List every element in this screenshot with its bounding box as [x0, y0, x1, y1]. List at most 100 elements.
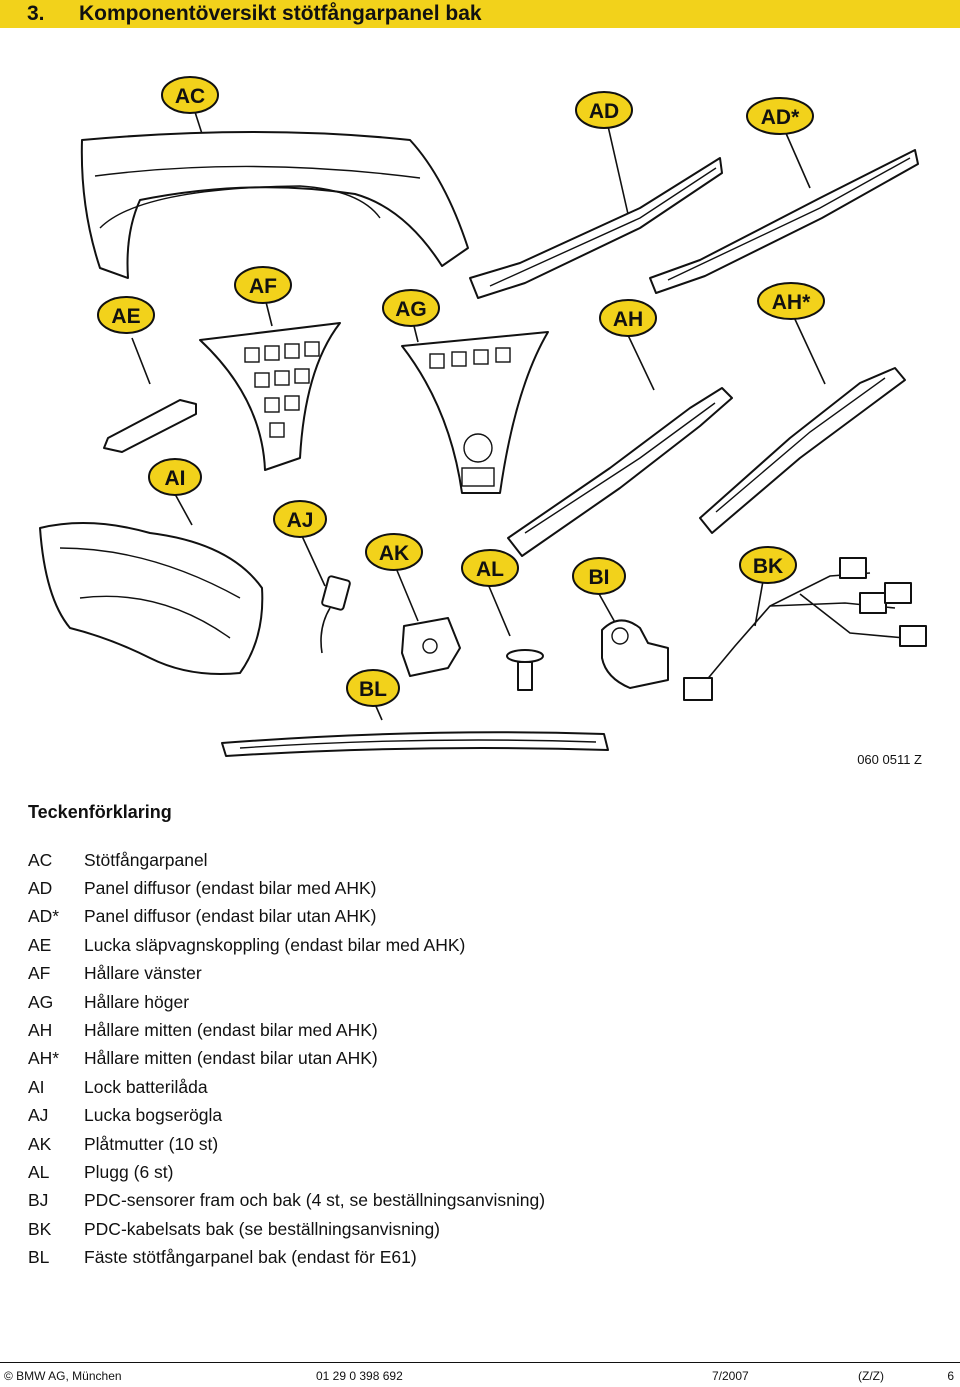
legend-code: AF	[28, 963, 51, 984]
legend-item: AE Lucka släpvagnskoppling (endast bilar …	[28, 931, 545, 959]
legend-item: BJ PDC-sensorer fram och bak (4 st, se be…	[28, 1187, 545, 1215]
callout-AL: AL	[461, 549, 519, 587]
legend-text: Plåtmutter (10 st)	[84, 1133, 219, 1154]
legend-item: AI Lock batterilåda	[28, 1073, 545, 1101]
legend-text: Hållare mitten (endast bilar utan AHK)	[84, 1048, 378, 1069]
callout-AG: AG	[382, 289, 440, 327]
legend-code: AI	[28, 1076, 45, 1097]
callout-AF: AF	[234, 266, 292, 304]
callout-BK: BK	[739, 546, 797, 584]
legend-text: Lucka släpvagnskoppling (endast bilar me…	[84, 934, 466, 955]
exploded-view-drawing: AC AD AD* AE AF AG AH AH* AI AJ AK AL BI…	[39, 76, 927, 757]
legend-list: AC Stötfångarpanel AD Panel diffusor (enda…	[28, 846, 545, 1272]
callout-AJ: AJ	[273, 500, 327, 538]
svg-text:AH: AH	[613, 308, 643, 331]
svg-text:AD: AD	[589, 100, 619, 123]
callout-AD: AD	[575, 91, 633, 129]
footer-date: 7/2007	[712, 1369, 749, 1383]
svg-text:AD*: AD*	[761, 106, 800, 129]
svg-text:AE: AE	[111, 305, 140, 328]
svg-text:BL: BL	[359, 678, 387, 701]
legend-code: AJ	[28, 1105, 49, 1126]
legend-code: BK	[28, 1218, 52, 1239]
center-holder-part	[507, 387, 733, 557]
legend-item: AD Panel diffusor (endast bilar med AHK)	[28, 874, 545, 902]
svg-text:AJ: AJ	[287, 509, 314, 532]
footer-page-number: 6	[947, 1369, 954, 1383]
legend-item: AG Hållare höger	[28, 988, 545, 1016]
legend-heading: Teckenförklaring	[28, 802, 172, 822]
diffuser-panel-part	[469, 157, 723, 299]
tow-eye-cover-part	[321, 575, 351, 611]
legend-code: AG	[28, 991, 54, 1012]
section-number: 3.	[27, 2, 45, 25]
center-holder-alt-part	[699, 367, 906, 534]
callout-BL: BL	[346, 669, 400, 707]
sheet-nut-part	[401, 617, 461, 677]
legend-item: BK PDC-kabelsats bak (se beställningsanvi…	[28, 1215, 545, 1243]
legend-code: AD*	[28, 906, 60, 927]
legend-item: BL Fäste stötfångarpanel bak (endast för …	[28, 1243, 545, 1271]
callout-BI: BI	[572, 557, 626, 595]
footer-copyright: © BMW AG, München	[4, 1369, 122, 1383]
footer-document-number: 01 29 0 398 692	[316, 1369, 403, 1383]
callout-AC: AC	[161, 76, 219, 114]
footer-code: (Z/Z)	[858, 1369, 884, 1383]
svg-text:AI: AI	[165, 467, 186, 490]
legend-text: Panel diffusor (endast bilar med AHK)	[84, 878, 377, 899]
legend-code: AL	[28, 1161, 50, 1182]
legend-code: AD	[28, 878, 53, 899]
legend-item: AJ Lucka bogserögla	[28, 1102, 545, 1130]
svg-text:AH*: AH*	[772, 291, 811, 314]
callout-AK: AK	[365, 533, 423, 571]
legend-text: Hållare vänster	[84, 963, 202, 984]
legend-text: Stötfångarpanel	[84, 849, 208, 870]
svg-text:AK: AK	[379, 542, 409, 565]
callout-AD-star: AD*	[746, 97, 814, 135]
plug-part	[506, 649, 544, 663]
svg-text:BK: BK	[753, 555, 783, 578]
svg-text:AG: AG	[395, 298, 427, 321]
legend-text: Hållare mitten (endast bilar med AHK)	[84, 1020, 378, 1041]
legend-text: PDC-sensorer fram och bak (4 st, se best…	[84, 1190, 546, 1211]
legend-item: AC Stötfångarpanel	[28, 846, 545, 874]
figure-code: 060 0511 Z	[857, 752, 922, 767]
legend-item: AK Plåtmutter (10 st)	[28, 1130, 545, 1158]
legend-code: AE	[28, 934, 52, 955]
legend-item: AF Hållare vänster	[28, 960, 545, 988]
legend-item: AH Hållare mitten (endast bilar med AHK)	[28, 1016, 545, 1044]
callout-AI: AI	[148, 458, 202, 496]
bumper-bracket-part	[221, 731, 609, 757]
pdc-harness-part	[683, 557, 927, 701]
section-title: Komponentöversikt stötfångarpanel bak	[79, 2, 482, 25]
legend-code: AK	[28, 1133, 52, 1154]
left-holder-part	[199, 322, 341, 471]
legend-text: Lock batterilåda	[84, 1076, 208, 1097]
legend-code: AH*	[28, 1048, 60, 1069]
legend-item: AL Plugg (6 st)	[28, 1158, 545, 1186]
battery-box-lid-part	[39, 522, 264, 675]
legend-code: AH	[28, 1020, 53, 1041]
legend-text: Lucka bogserögla	[84, 1105, 223, 1126]
legend-item: AH* Hållare mitten (endast bilar utan AHK…	[28, 1045, 545, 1073]
callout-AH: AH	[599, 299, 657, 337]
callout-AH-star: AH*	[757, 282, 825, 320]
legend-code: AC	[28, 849, 53, 870]
legend-text: PDC-kabelsats bak (se beställningsanvisn…	[84, 1218, 441, 1239]
component-illustration: AC AD AD* AE AF AG AH AH* AI AJ AK AL BI…	[0, 28, 960, 788]
callout-AE: AE	[97, 296, 155, 334]
hitch-cover-part	[103, 399, 197, 453]
diffuser-panel-alt-part	[649, 149, 919, 294]
legend-text: Panel diffusor (endast bilar utan AHK)	[84, 906, 377, 927]
right-holder-part	[401, 331, 549, 494]
legend-text: Plugg (6 st)	[84, 1161, 174, 1182]
svg-text:AC: AC	[175, 85, 205, 108]
svg-text:BI: BI	[589, 566, 610, 589]
legend-text: Fäste stötfångarpanel bak (endast för E6…	[84, 1247, 417, 1268]
pdc-sensor-part	[601, 619, 669, 689]
legend-code: BJ	[28, 1190, 49, 1211]
legend-item: AD* Panel diffusor (endast bilar utan AHK…	[28, 903, 545, 931]
legend-text: Hållare höger	[84, 991, 190, 1012]
svg-text:AF: AF	[249, 275, 277, 298]
legend-code: BL	[28, 1247, 50, 1268]
